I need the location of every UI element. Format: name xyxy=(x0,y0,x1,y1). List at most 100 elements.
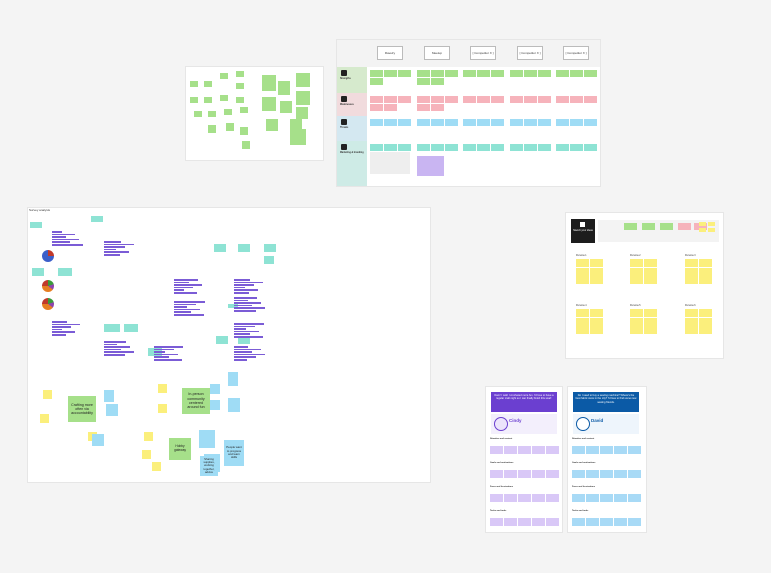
persona-sticky[interactable] xyxy=(576,259,589,267)
matrix-sticky[interactable] xyxy=(431,78,444,85)
persona-sticky[interactable] xyxy=(590,276,603,284)
matrix-sticky[interactable] xyxy=(417,70,430,77)
sticky-note[interactable] xyxy=(210,384,220,394)
sticky-note[interactable] xyxy=(92,434,104,446)
matrix-sticky[interactable] xyxy=(524,119,537,126)
persona-sticky[interactable] xyxy=(600,518,613,526)
idea-sticky[interactable] xyxy=(624,223,637,230)
matrix-sticky[interactable] xyxy=(445,96,458,103)
persona-sticky[interactable] xyxy=(590,309,603,317)
sticky-note[interactable] xyxy=(210,400,220,410)
teal-note[interactable] xyxy=(104,324,120,332)
sticky-note[interactable] xyxy=(158,384,167,393)
flowchart-node[interactable] xyxy=(190,81,198,87)
matrix-sticky[interactable] xyxy=(370,104,383,111)
persona-sticky[interactable] xyxy=(644,309,657,317)
flowchart-node[interactable] xyxy=(236,83,244,89)
persona-sticky[interactable] xyxy=(685,317,698,326)
matrix-sticky[interactable] xyxy=(370,119,383,126)
matrix-sticky[interactable] xyxy=(445,144,458,151)
matrix-sticky[interactable] xyxy=(417,119,430,126)
persona-sticky[interactable] xyxy=(532,470,545,478)
persona-sticky[interactable] xyxy=(572,446,585,454)
persona-sticky[interactable] xyxy=(699,317,712,326)
flowchart-node[interactable] xyxy=(204,97,212,103)
persona-sticky[interactable] xyxy=(504,470,517,478)
flowchart-node[interactable] xyxy=(194,111,202,117)
persona-sticky[interactable] xyxy=(532,494,545,502)
matrix-sticky[interactable] xyxy=(510,119,523,126)
matrix-sticky[interactable] xyxy=(570,70,583,77)
persona-sticky[interactable] xyxy=(628,446,641,454)
persona-sticky[interactable] xyxy=(504,446,517,454)
idea-sticky[interactable] xyxy=(708,228,715,232)
persona-sticky[interactable] xyxy=(644,259,657,267)
persona-sticky[interactable] xyxy=(518,446,531,454)
theme-sticky[interactable]: In-person community centered around fun xyxy=(182,388,210,414)
matrix-sticky[interactable] xyxy=(431,70,444,77)
persona-sticky[interactable] xyxy=(644,326,657,334)
matrix-sticky[interactable] xyxy=(463,70,476,77)
sticky-note[interactable] xyxy=(142,450,151,459)
flowchart-node[interactable] xyxy=(220,73,228,79)
matrix-sticky[interactable] xyxy=(524,96,537,103)
persona-sticky[interactable] xyxy=(685,276,698,284)
persona-sticky[interactable] xyxy=(490,494,503,502)
matrix-sticky[interactable] xyxy=(431,144,444,151)
matrix-sticky[interactable] xyxy=(398,144,411,151)
matrix-sticky[interactable] xyxy=(538,119,551,126)
matrix-sticky[interactable] xyxy=(510,70,523,77)
matrix-sticky[interactable] xyxy=(538,70,551,77)
flowchart-node[interactable] xyxy=(262,97,276,111)
persona-sticky[interactable] xyxy=(586,494,599,502)
persona-sticky[interactable] xyxy=(699,267,712,276)
persona-sticky[interactable] xyxy=(630,276,643,284)
flowchart-node[interactable] xyxy=(242,141,250,149)
matrix-sticky[interactable] xyxy=(445,119,458,126)
sticky-note[interactable] xyxy=(199,430,215,448)
persona-sticky[interactable] xyxy=(576,309,589,317)
persona-sticky[interactable] xyxy=(614,494,627,502)
teal-note[interactable] xyxy=(228,304,238,308)
matrix-sticky[interactable] xyxy=(538,144,551,151)
matrix-sticky[interactable] xyxy=(584,96,597,103)
persona-sticky[interactable] xyxy=(685,267,698,276)
idea-sticky[interactable] xyxy=(660,223,673,230)
matrix-sticky[interactable] xyxy=(556,144,569,151)
matrix-sticky[interactable] xyxy=(510,144,523,151)
persona-sticky[interactable] xyxy=(532,518,545,526)
matrix-sticky[interactable] xyxy=(384,96,397,103)
insight-sticky[interactable]: People want to progress and learn skills xyxy=(224,440,244,466)
persona-sticky[interactable] xyxy=(600,446,613,454)
sticky-note[interactable] xyxy=(152,462,161,471)
flowchart-node[interactable] xyxy=(296,73,310,87)
flowchart-node[interactable] xyxy=(262,75,276,91)
persona-sticky[interactable] xyxy=(490,446,503,454)
flowchart-node[interactable] xyxy=(240,127,248,135)
idea-sticky[interactable] xyxy=(678,223,691,230)
persona-sticky[interactable] xyxy=(628,494,641,502)
persona-sticky[interactable] xyxy=(685,309,698,317)
matrix-sticky[interactable] xyxy=(477,119,490,126)
matrix-sticky[interactable] xyxy=(463,144,476,151)
persona-sticky[interactable] xyxy=(586,518,599,526)
flowchart-node[interactable] xyxy=(280,101,292,113)
matrix-sticky[interactable] xyxy=(556,96,569,103)
flowchart-node[interactable] xyxy=(208,111,216,117)
persona-sticky[interactable] xyxy=(630,309,643,317)
idea-sticky[interactable] xyxy=(708,222,715,226)
sticky-note[interactable] xyxy=(40,414,49,423)
idea-sticky[interactable] xyxy=(642,223,655,230)
sticky-note[interactable] xyxy=(228,372,238,386)
persona-sticky[interactable] xyxy=(630,259,643,267)
persona-sticky[interactable] xyxy=(490,470,503,478)
teal-note[interactable] xyxy=(264,244,276,252)
matrix-sticky[interactable] xyxy=(384,70,397,77)
teal-note[interactable] xyxy=(124,324,138,332)
persona-card-david[interactable]: Do I need to buy a sewing machine? Where… xyxy=(568,387,646,532)
matrix-sticky[interactable] xyxy=(370,70,383,77)
persona-sticky[interactable] xyxy=(490,518,503,526)
matrix-sticky[interactable] xyxy=(477,144,490,151)
teal-note[interactable] xyxy=(58,268,72,276)
